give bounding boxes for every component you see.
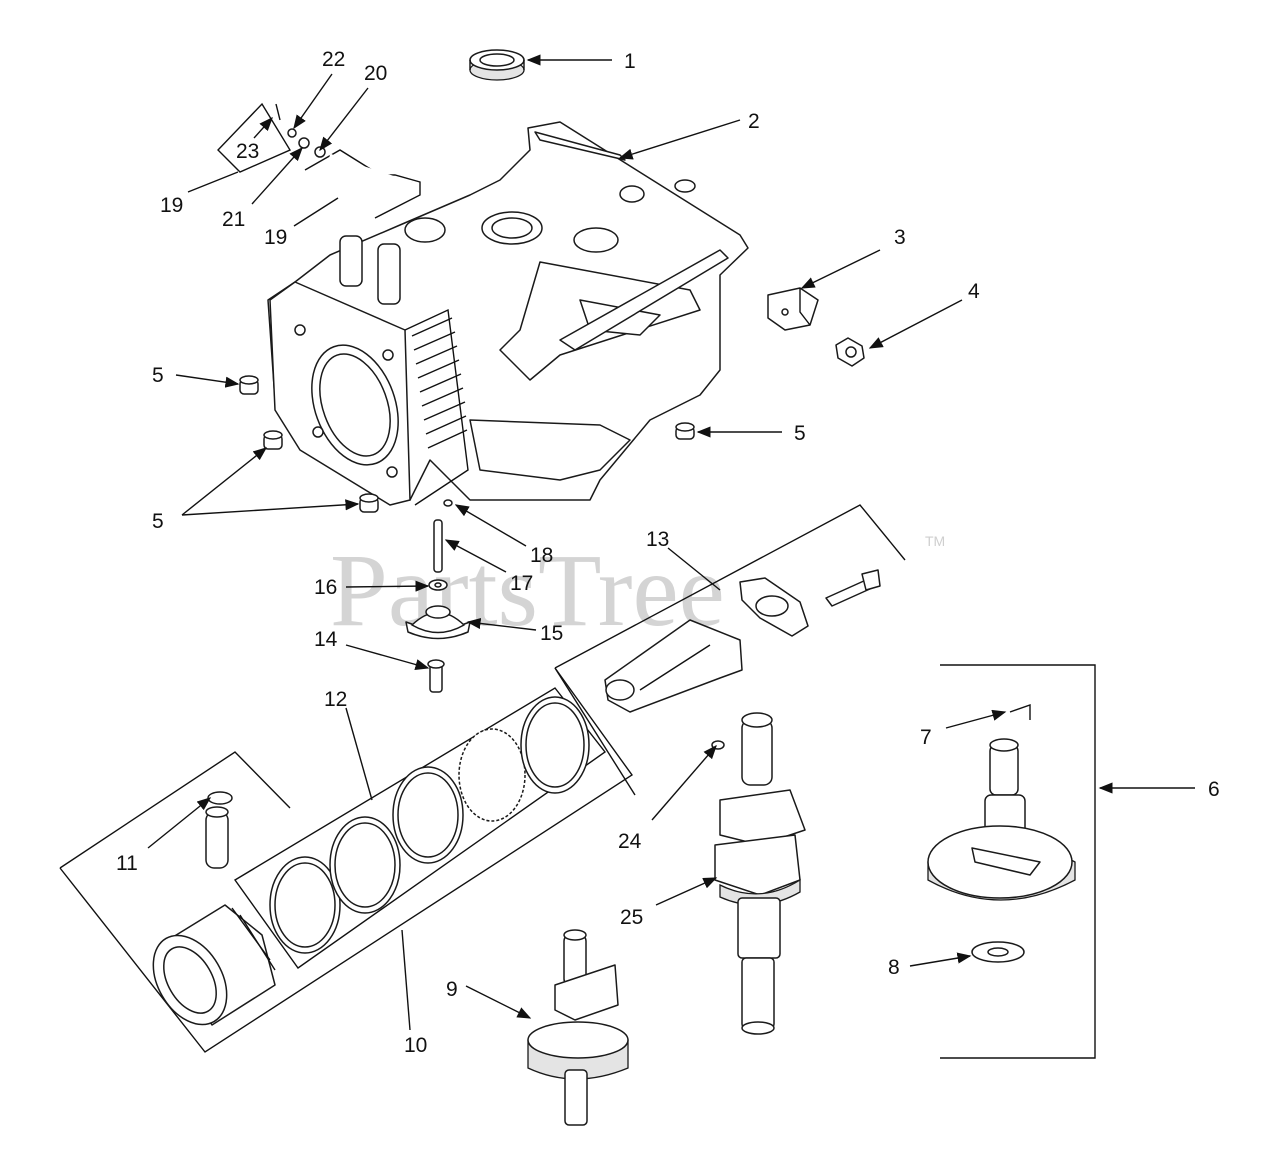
callout-10: 10 xyxy=(404,1034,427,1057)
callout-19a: 19 xyxy=(160,194,183,217)
watermark-trademark: TM xyxy=(925,533,945,549)
dowel-pin-a xyxy=(239,375,259,395)
callout-4: 4 xyxy=(968,280,980,303)
dowel-pin-c xyxy=(359,493,379,513)
camshaft-group xyxy=(927,664,1096,1059)
callout-1: 1 xyxy=(624,50,636,73)
dowel-pin-b xyxy=(263,430,283,450)
callout-20: 20 xyxy=(364,62,387,85)
callout-8: 8 xyxy=(888,956,900,979)
balancer-shaft-part xyxy=(527,929,629,1126)
callout-7: 7 xyxy=(920,726,932,749)
leader-lines xyxy=(147,54,1195,1031)
callout-13: 13 xyxy=(646,528,669,551)
callout-3: 3 xyxy=(894,226,906,249)
callout-6: 6 xyxy=(1208,778,1220,801)
callout-12: 12 xyxy=(324,688,347,711)
callout-2: 2 xyxy=(748,110,760,133)
callout-19b: 19 xyxy=(264,226,287,249)
callout-11: 11 xyxy=(116,852,138,875)
piston-rings-group xyxy=(59,667,633,1053)
crankshaft-part xyxy=(711,712,806,1035)
callout-24: 24 xyxy=(618,830,642,853)
callout-5a: 5 xyxy=(152,364,164,387)
callout-22: 22 xyxy=(322,48,345,71)
crankcase-part xyxy=(267,121,749,506)
callout-15: 15 xyxy=(540,622,563,645)
dowel-pins xyxy=(239,375,695,513)
dowel-pin-d xyxy=(675,422,695,440)
callout-5b: 5 xyxy=(794,422,806,445)
callout-25: 25 xyxy=(620,906,643,929)
bracket-part xyxy=(767,287,819,331)
bolt-part xyxy=(835,337,865,367)
callout-18: 18 xyxy=(530,544,553,567)
oil-seal-part xyxy=(469,49,525,81)
callout-14: 14 xyxy=(314,628,338,651)
callout-labels: 1 2 3 4 5 5 5 6 7 8 9 10 11 12 13 14 15 … xyxy=(116,48,1220,1057)
connecting-rod-group xyxy=(554,504,906,796)
callout-17: 17 xyxy=(510,572,533,595)
callout-5c: 5 xyxy=(152,510,164,533)
callout-21: 21 xyxy=(222,208,245,231)
callout-16: 16 xyxy=(314,576,337,599)
callout-9: 9 xyxy=(446,978,458,1001)
callout-23: 23 xyxy=(236,140,259,163)
